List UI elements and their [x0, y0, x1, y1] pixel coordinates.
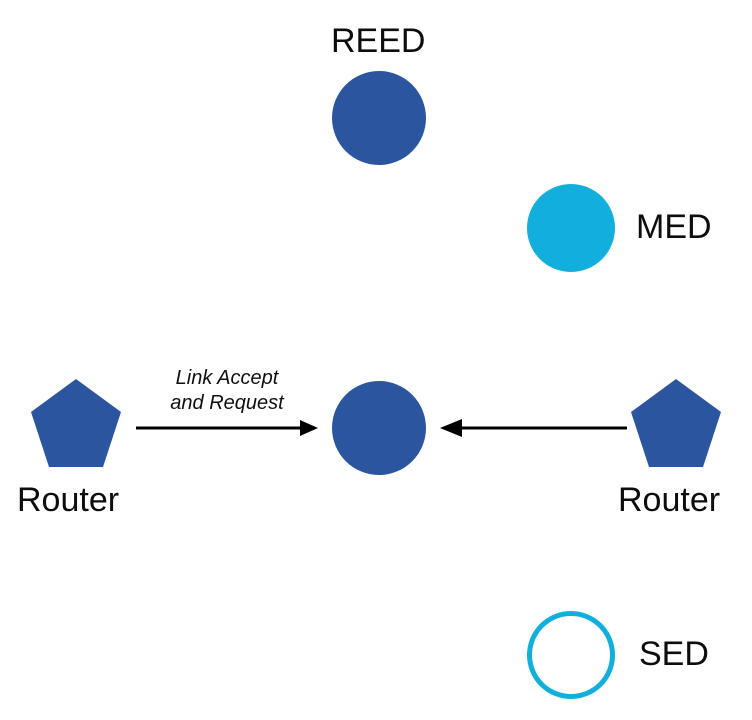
node-sed[interactable]: [527, 611, 615, 699]
node-label-router-right: Router: [618, 481, 721, 519]
node-label-sed: SED: [639, 635, 709, 673]
pentagon-shape: [631, 379, 721, 467]
node-label-med: MED: [636, 208, 712, 246]
arrowhead-left-icon: [440, 419, 462, 437]
edge-right-to-leader: [440, 419, 627, 437]
node-reed[interactable]: [332, 71, 426, 165]
edge-left-to-leader: [136, 420, 318, 436]
arrowhead-right-icon: [300, 420, 318, 436]
node-med[interactable]: [527, 184, 615, 272]
edge-label-link-accept-line-1: Link Accept: [175, 367, 279, 389]
edge-label-link-accept-line-2: and Request: [170, 392, 284, 414]
node-label-reed: REED: [331, 22, 426, 60]
node-label-router-left: Router: [17, 481, 120, 519]
node-router-left[interactable]: [29, 377, 123, 471]
node-leader[interactable]: [332, 381, 426, 475]
node-router-right[interactable]: [629, 377, 723, 471]
pentagon-shape: [31, 379, 121, 467]
